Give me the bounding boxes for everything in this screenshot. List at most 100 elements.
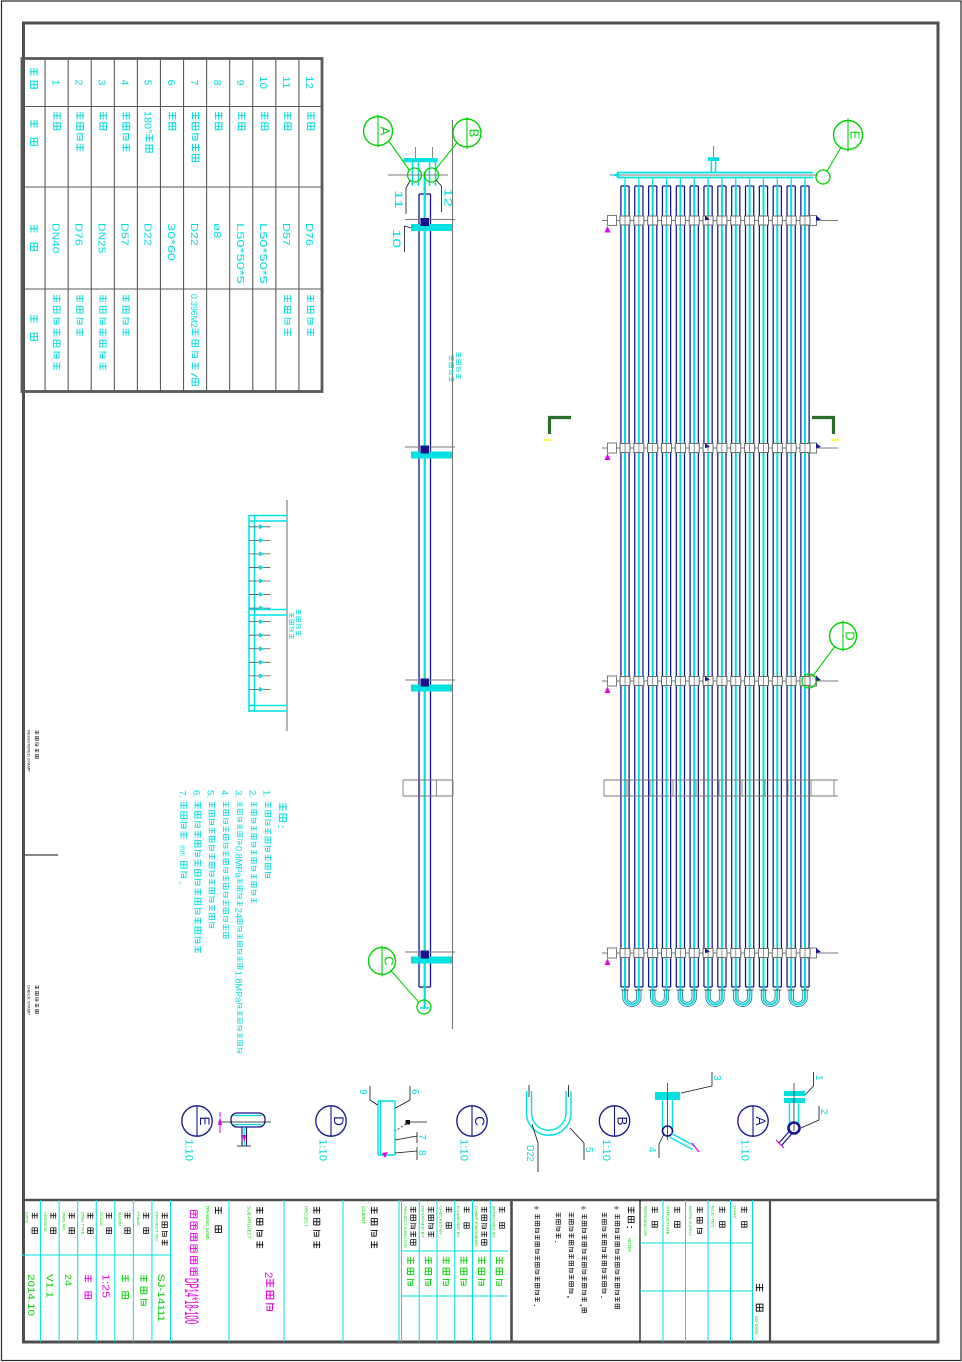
svg-text:1:10: 1:10 [317,1139,329,1161]
svg-text:DESIGNED BY: DESIGNED BY [421,1206,426,1238]
svg-text:7.: 7. [177,790,188,798]
svg-text:,: , [579,1303,588,1307]
svg-text:DN25: DN25 [96,223,107,254]
svg-text:3.: 3. [233,790,244,798]
svg-text:E: E [848,131,863,140]
svg-text:1:10: 1:10 [183,1139,195,1161]
svg-text:2014.10: 2014.10 [25,1274,36,1316]
svg-text:ø8: ø8 [211,223,222,239]
svg-text:PROJECT: PROJECT [304,1206,309,1227]
svg-text:A: A [378,127,393,136]
svg-text:5.: 5. [205,790,216,798]
svg-text:1:10: 1:10 [458,1139,470,1161]
svg-text:4: 4 [646,1147,657,1153]
svg-text:3: 3 [96,80,108,86]
svg-text:D57: D57 [119,223,130,246]
svg-text::: : [275,824,287,830]
svg-text:HVAC: HVAC [733,1206,738,1219]
svg-text:CHIEF ENGINEER: CHIEF ENGINEER [474,1206,479,1247]
svg-text:2: 2 [72,80,84,86]
svg-text:24: 24 [62,1274,73,1286]
svg-text:D: D [843,631,858,640]
svg-text:DATE: DATE [25,1212,30,1224]
svg-text:5: 5 [583,1147,594,1153]
svg-text:1: 1 [813,1075,824,1081]
svg-text:8: 8 [416,1150,427,1156]
svg-text:DWG NO.: DWG NO. [62,1212,67,1232]
svg-text:1:25: 1:25 [99,1274,110,1299]
svg-text:1.: 1. [261,790,272,798]
svg-text:EXAMINED BY: EXAMINED BY [456,1206,461,1238]
svg-text:PROJECT NO.: PROJECT NO. [155,1212,160,1242]
svg-text:L50*50*5: L50*50*5 [257,223,268,284]
svg-text:4: 4 [119,80,131,86]
svg-text:CHECK STAMP: CHECK STAMP [27,985,32,1015]
svg-text:.: . [532,1303,541,1307]
svg-text:10: 10 [257,76,269,89]
svg-text:PHASE: PHASE [136,1212,141,1226]
svg-text:V1.1: V1.1 [44,1274,55,1298]
svg-text:VERSION: VERSION [43,1212,48,1232]
svg-text:WATER SUPPLY: WATER SUPPLY [688,1206,693,1236]
svg-text:1:10: 1:10 [600,1139,612,1161]
svg-text:L50*50*5: L50*50*5 [234,223,245,284]
svg-text:D: D [331,1116,346,1126]
svg-text:B: B [467,129,482,138]
svg-text:.: . [599,1295,608,1299]
svg-text:STRUCTURE: STRUCTURE [666,1206,671,1235]
svg-text:PROJECT DIRECTOR: PROJECT DIRECTOR [403,1206,408,1248]
svg-text:REFRIGERATION: REFRIGERATION [643,1206,648,1236]
svg-text:0.8MPa: 0.8MPa [233,846,244,878]
svg-text:180°: 180° [142,111,153,133]
svg-text:DN40: DN40 [49,223,60,254]
svg-text:D57: D57 [280,223,291,246]
svg-text:0.396M2: 0.396M2 [188,294,199,328]
svg-text:※: ※ [612,1206,621,1210]
svg-text:※: ※ [532,1206,541,1210]
svg-text:D22: D22 [524,1145,535,1162]
svg-text:SJ-14111: SJ-14111 [155,1274,166,1322]
svg-text:B: B [615,1116,630,1125]
svg-text:5: 5 [142,80,154,86]
svg-text:CHECKED BY: CHECKED BY [438,1206,443,1235]
svg-text:1: 1 [49,80,61,86]
svg-text:3: 3 [711,1075,722,1081]
svg-text:.: . [177,880,188,885]
svg-text:1:10: 1:10 [739,1139,751,1161]
svg-text:CO-SIGN: CO-SIGN [754,1316,759,1334]
svg-text:MAJOR: MAJOR [117,1212,122,1226]
svg-text:24: 24 [233,908,244,919]
svg-text:D76: D76 [72,223,83,246]
svg-text:6: 6 [165,80,177,86]
svg-text:2: 2 [262,1272,274,1278]
svg-text:SUB-PROJECT: SUB-PROJECT [247,1206,252,1239]
svg-text:/: / [188,373,199,378]
svg-text:7: 7 [188,80,200,86]
svg-text:11: 11 [392,190,404,209]
svg-text:1.8MPa: 1.8MPa [233,971,244,1003]
svg-text::: : [625,1225,635,1230]
svg-text:DWG TYPE: DWG TYPE [80,1212,85,1235]
svg-text:DRAWING NAME: DRAWING NAME [205,1206,210,1240]
svg-text:DP14*18-100: DP14*18-100 [180,1278,201,1324]
svg-text:10: 10 [390,229,402,248]
svg-text:D22: D22 [142,223,153,246]
svg-text:※: ※ [579,1206,588,1210]
svg-text:12: 12 [303,76,315,89]
svg-text:9: 9 [234,80,246,86]
svg-text:D76: D76 [303,223,314,246]
svg-text:A: A [753,1116,768,1125]
svg-text:30*60: 30*60 [165,223,176,261]
svg-text:9: 9 [357,1089,368,1095]
svg-text:11: 11 [280,76,292,89]
svg-text:12: 12 [442,188,454,207]
svg-text:,: , [566,1295,575,1299]
svg-text:8: 8 [211,80,223,86]
svg-text:C: C [472,1116,487,1126]
svg-text:CLIENT: CLIENT [361,1206,366,1225]
svg-text:mm: mm [177,845,188,856]
svg-text:6.: 6. [191,790,202,798]
svg-text:.: . [553,1240,562,1244]
svg-text:6: 6 [409,1089,420,1095]
svg-text:2: 2 [818,1109,829,1115]
